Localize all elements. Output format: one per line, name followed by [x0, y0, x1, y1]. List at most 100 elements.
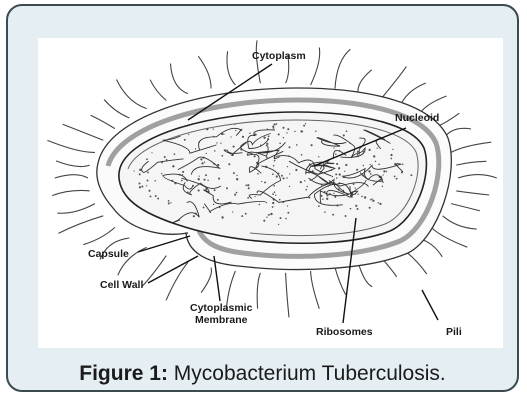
ribosome-dot	[206, 153, 207, 154]
ribosome-dot	[306, 186, 307, 187]
ribosome-dot	[157, 198, 159, 200]
ribosome-dot	[355, 205, 357, 207]
ribosome-dot	[278, 133, 280, 135]
ribosome-dot	[363, 165, 364, 166]
ribosome-dot	[370, 173, 372, 175]
pilus	[47, 140, 95, 152]
pilus	[257, 273, 260, 309]
pilus	[456, 191, 489, 195]
ribosome-dot	[266, 157, 268, 159]
ribosome-dot	[147, 172, 149, 174]
ribosome-dot	[364, 196, 366, 198]
ribosome-dot	[375, 161, 376, 162]
pilus	[431, 227, 467, 247]
ribosome-dot	[353, 183, 355, 185]
ribosome-dot	[326, 198, 328, 200]
ribosome-dot	[181, 180, 183, 182]
ribosome-dot	[272, 193, 274, 195]
ribosome-dot	[368, 149, 370, 151]
ribosome-dot	[133, 170, 134, 171]
ribosome-dot	[289, 146, 291, 148]
ribosome-dot	[350, 208, 352, 210]
pilus	[443, 216, 477, 229]
figure-frame: Cytoplasm Nucleoid Capsule Cell Wall Cyt…	[6, 4, 519, 392]
ribosome-dot	[151, 152, 152, 153]
ribosome-dot	[241, 215, 243, 217]
ribosome-dot	[221, 155, 223, 157]
ribosome-dot	[213, 204, 214, 205]
ribosome-dot	[249, 133, 251, 135]
pilus	[335, 268, 346, 295]
ribosome-dot	[338, 167, 340, 169]
pilus	[451, 142, 491, 152]
ribosome-dot	[259, 204, 261, 206]
ribosome-dot	[204, 161, 205, 162]
ribosome-dot	[339, 173, 341, 175]
ribosome-dot	[141, 186, 143, 188]
ribosome-dot	[138, 182, 140, 184]
pilus	[335, 49, 350, 88]
ribosome-dot	[336, 163, 338, 165]
ribosome-dot	[268, 135, 270, 137]
ribosome-dot	[161, 173, 162, 174]
ribosome-dot	[361, 196, 363, 198]
ribosome-dot	[188, 134, 189, 135]
ribosome-dot	[287, 166, 288, 167]
ribosome-dot	[370, 164, 371, 165]
ribosome-dot	[263, 220, 265, 222]
pilus	[198, 56, 211, 88]
ribosome-dot	[282, 177, 284, 179]
ribosome-dot	[272, 173, 274, 175]
ribosome-dot	[234, 124, 235, 125]
ribosome-dot	[170, 202, 171, 203]
ribosome-dot	[410, 174, 412, 176]
ribosome-dot	[182, 171, 184, 173]
ribosome-dot	[273, 165, 275, 167]
label-cytoplasmic-membrane: Cytoplasmic Membrane	[190, 302, 252, 326]
pilus	[83, 227, 115, 244]
ribosome-dot	[383, 170, 385, 172]
ribosome-dot	[315, 131, 316, 132]
label-capsule: Capsule	[88, 248, 129, 260]
ribosome-dot	[150, 195, 152, 197]
ribosome-dot	[139, 186, 141, 188]
ribosome-dot	[207, 180, 208, 181]
ribosome-dot	[324, 211, 326, 213]
pilus	[63, 124, 104, 140]
ribosome-dot	[286, 177, 287, 178]
ribosome-dot	[233, 172, 235, 174]
ribosome-dot	[270, 213, 272, 215]
ribosome-dot	[305, 123, 306, 124]
ribosome-dot	[378, 164, 380, 166]
pilus	[456, 161, 486, 165]
ribosome-dot	[223, 134, 224, 135]
ribosome-dot	[296, 144, 298, 146]
ribosome-dot	[275, 195, 276, 196]
ribosome-dot	[201, 162, 203, 164]
ribosome-dot	[164, 156, 166, 158]
ribosome-dot	[232, 211, 233, 212]
pilus	[286, 273, 289, 318]
ribosome-dot	[301, 154, 303, 156]
ribosome-dot	[335, 173, 337, 175]
ribosome-dot	[200, 158, 202, 160]
label-cytoplasm: Cytoplasm	[252, 50, 306, 62]
ribosome-dot	[245, 185, 247, 187]
ribosome-dot	[289, 173, 290, 174]
ribosome-dot	[321, 195, 323, 197]
ribosome-dot	[273, 185, 275, 187]
ribosome-dot	[373, 155, 375, 157]
ribosome-dot	[234, 194, 236, 196]
ribosome-dot	[257, 173, 259, 175]
label-ribosomes: Ribosomes	[316, 326, 373, 338]
ribosome-dot	[357, 193, 358, 194]
label-cell-wall: Cell Wall	[100, 279, 143, 291]
pilus	[311, 271, 320, 309]
ribosome-dot	[247, 197, 249, 199]
ribosome-dot	[279, 143, 281, 145]
ribosome-dot	[278, 224, 279, 225]
ribosome-dot	[220, 142, 221, 143]
ribosome-dot	[233, 146, 235, 148]
ribosome-dot	[356, 169, 358, 171]
ribosome-dot	[275, 123, 277, 125]
